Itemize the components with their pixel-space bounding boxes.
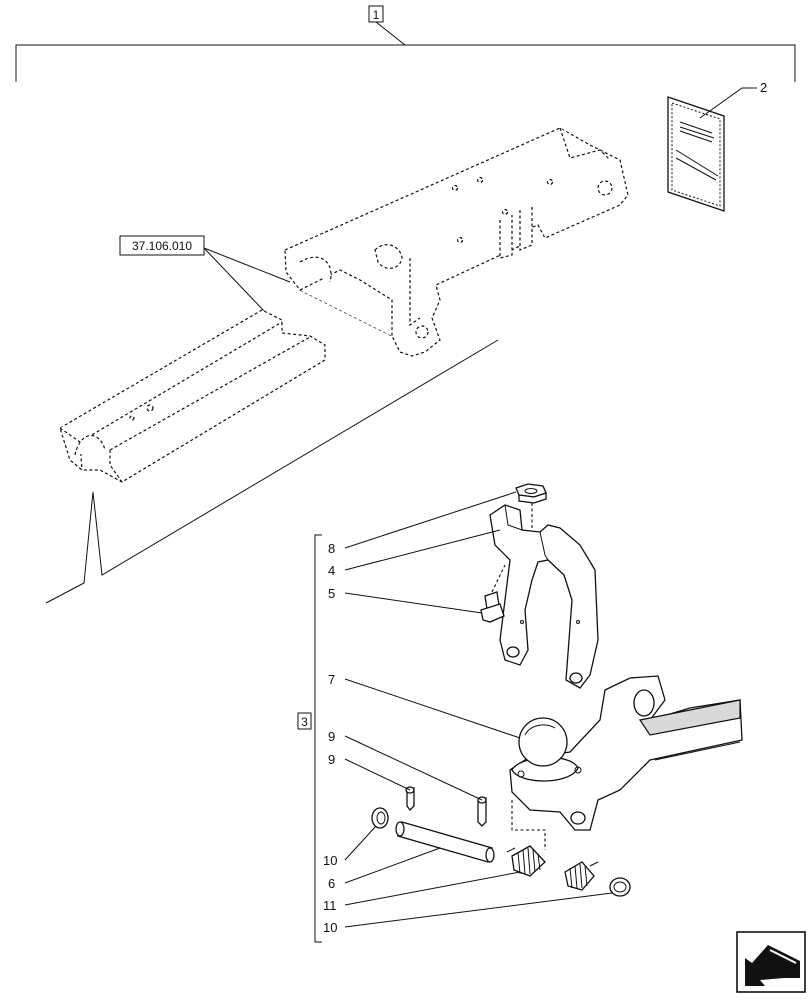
- callout-11[interactable]: 11: [323, 898, 337, 913]
- pin-upper-part: [477, 796, 487, 827]
- bracket-part: [489, 504, 599, 689]
- callout-9-lower[interactable]: 9: [328, 752, 335, 767]
- callout-7[interactable]: 7: [328, 672, 335, 687]
- decal-part: [667, 96, 725, 212]
- callout-8[interactable]: 8: [328, 541, 335, 556]
- assembly-number: 1: [373, 8, 380, 22]
- ball-hitch-part: [509, 675, 743, 831]
- callout-9-upper[interactable]: 9: [328, 729, 335, 744]
- washer-left-part: [371, 807, 389, 829]
- callout-6[interactable]: 6: [328, 876, 335, 891]
- assembly-bracket: [15, 21, 796, 82]
- subassembly-number: 3: [301, 715, 308, 729]
- callout-5[interactable]: 5: [328, 586, 335, 601]
- return-arrow-icon[interactable]: [736, 931, 806, 993]
- spring-part: [506, 845, 599, 891]
- bolt-part: [480, 591, 505, 623]
- frame-upper-phantom: [284, 127, 629, 357]
- callout-2[interactable]: 2: [760, 80, 767, 95]
- pin-lower-part: [405, 786, 415, 811]
- reference-box[interactable]: 37.106.010: [119, 235, 205, 256]
- washer-right-part: [609, 877, 631, 897]
- subassembly-box-3[interactable]: 3: [297, 712, 312, 730]
- break-line: [45, 339, 499, 604]
- shaft-part: [395, 821, 495, 863]
- reference-code: 37.106.010: [132, 239, 192, 253]
- callout-10-right[interactable]: 10: [323, 920, 337, 935]
- assembly-box-1[interactable]: 1: [368, 5, 384, 23]
- nut-part: [515, 483, 547, 504]
- rail-lower-phantom: [59, 309, 326, 483]
- callout-10-left[interactable]: 10: [323, 853, 337, 868]
- callout-4[interactable]: 4: [328, 563, 335, 578]
